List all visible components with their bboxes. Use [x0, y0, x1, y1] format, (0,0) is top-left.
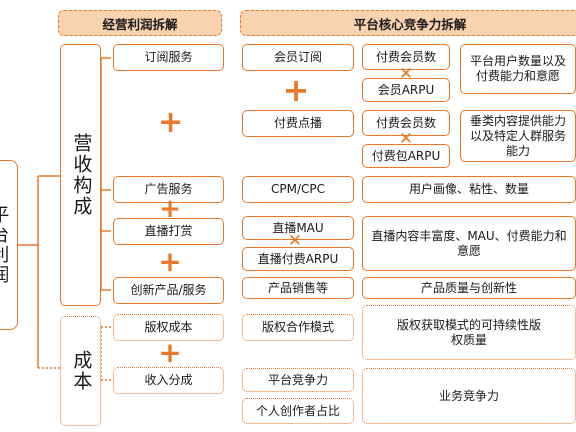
copyright-cost-box: 版权成本 [113, 314, 224, 341]
live-mau-box: 直播MAU [242, 216, 354, 240]
live-paid-arpu-box: 直播付费ARPU [242, 247, 354, 271]
user-profile-box: 用户画像、粘性、数量 [362, 176, 576, 203]
plus-sign: + [159, 194, 181, 224]
cpm-cpc-box: CPM/CPC [242, 176, 354, 203]
business-competitiveness-box: 业务竞争力 [362, 368, 576, 424]
product-sales-box: 产品销售等 [242, 277, 354, 299]
plus-sign: + [282, 71, 310, 109]
member-subscription-box: 会员订阅 [242, 44, 354, 71]
creator-share-box: 个人创作者占比 [242, 398, 354, 424]
copyright-model-box: 版权合作模式 [242, 314, 354, 341]
paid-members-box-2: 付费会员数 [362, 110, 450, 136]
cost-section-box: 成本 [60, 316, 101, 426]
innovation-product-box: 创新产品/服务 [113, 277, 224, 304]
vertical-content-box: 垂类内容提供能力以及特定人群服务能力 [460, 110, 576, 162]
paid-members-box: 付费会员数 [362, 44, 450, 70]
user-count-box: 平台用户数量以及付费能力和意愿 [460, 44, 576, 94]
times-sign: ✕ [398, 129, 414, 149]
live-tipping-box: 直播打赏 [113, 218, 224, 245]
plus-sign: + [158, 245, 182, 278]
member-arpu-box: 会员ARPU [362, 78, 450, 102]
advertising-service-box: 广告服务 [113, 176, 224, 203]
operating-profit-header: 经营利润拆解 [58, 10, 222, 36]
core-competitiveness-header: 平台核心竞争力拆解 [240, 10, 576, 36]
copyright-sustain-box: 版权获取模式的可持续性版权质量 [362, 305, 576, 360]
live-content-box: 直播内容丰富度、MAU、付费能力和意愿 [362, 216, 576, 271]
plus-sign: + [158, 105, 184, 140]
pack-arpu-box: 付费包ARPU [362, 144, 450, 168]
root-profit-box: 平台利润 [0, 160, 18, 330]
revenue-section-box: 营收构成 [60, 44, 101, 306]
times-sign: ✕ [287, 231, 303, 251]
subscription-service-box: 订阅服务 [113, 44, 224, 71]
product-quality-box: 产品质量与创新性 [362, 277, 576, 299]
revenue-share-box: 收入分成 [113, 367, 224, 394]
platform-competitiveness-box: 平台竞争力 [242, 368, 354, 392]
times-sign: ✕ [398, 64, 414, 84]
plus-sign: + [158, 336, 182, 369]
paid-on-demand-box: 付费点播 [242, 110, 354, 137]
